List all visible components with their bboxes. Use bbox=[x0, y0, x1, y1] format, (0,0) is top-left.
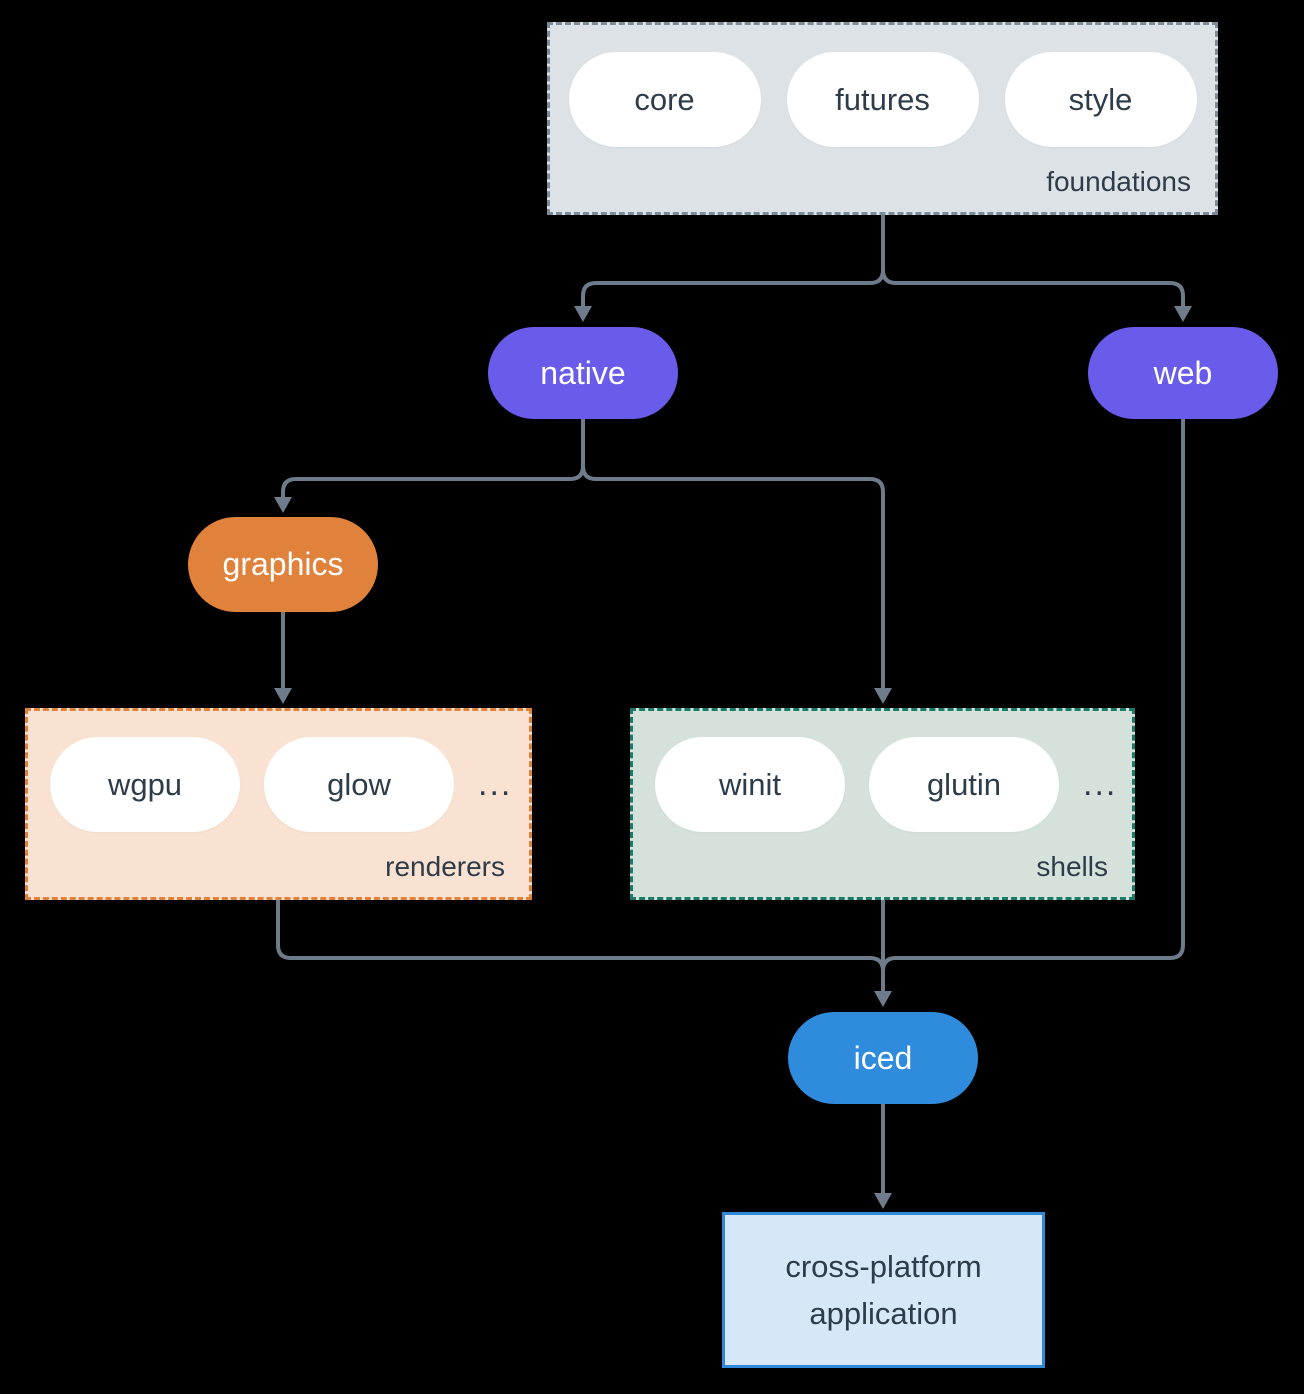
arrowhead-shells bbox=[874, 688, 892, 704]
node-graphics: graphics bbox=[188, 517, 378, 612]
arrowhead-native bbox=[574, 306, 592, 322]
renderers-group: wgpu glow ... renderers bbox=[25, 708, 532, 900]
crate-winit: winit bbox=[655, 737, 845, 832]
cross-platform-application-box: cross-platform application bbox=[722, 1212, 1045, 1368]
edge-native-shells bbox=[581, 419, 885, 689]
crate-core: core bbox=[568, 52, 761, 147]
renderers-label: renderers bbox=[385, 851, 505, 882]
renderers-ellipsis: ... bbox=[478, 765, 513, 803]
crate-glow: glow bbox=[264, 737, 454, 832]
node-iced: iced bbox=[788, 1012, 978, 1104]
shells-pill-row: winit glutin ... bbox=[633, 711, 1132, 832]
edge-foundations-native bbox=[581, 215, 885, 307]
app-box-line1: cross-platform bbox=[785, 1249, 982, 1284]
shells-ellipsis: ... bbox=[1083, 765, 1118, 803]
crate-glutin: glutin bbox=[869, 737, 1059, 832]
node-native: native bbox=[488, 327, 678, 419]
crate-style: style bbox=[1004, 52, 1197, 147]
crate-wgpu: wgpu bbox=[50, 737, 240, 832]
arrowhead-graphics bbox=[274, 497, 292, 513]
edge-foundations-web bbox=[881, 215, 1185, 307]
crate-futures: futures bbox=[786, 52, 979, 147]
arrowhead-web bbox=[1174, 306, 1192, 322]
foundations-label: foundations bbox=[1046, 166, 1191, 197]
arrowhead-iced bbox=[874, 991, 892, 1007]
arrowhead-app bbox=[874, 1193, 892, 1209]
edge-native-graphics bbox=[281, 419, 585, 498]
shells-label: shells bbox=[1036, 851, 1108, 882]
shells-group: winit glutin ... shells bbox=[630, 708, 1135, 900]
foundations-pill-row: core futures style bbox=[550, 25, 1215, 147]
app-box-line2: application bbox=[809, 1296, 958, 1331]
edge-renderers-iced bbox=[276, 900, 885, 972]
node-web: web bbox=[1088, 327, 1278, 419]
renderers-pill-row: wgpu glow ... bbox=[28, 711, 529, 832]
foundations-group: core futures style foundations bbox=[547, 22, 1218, 215]
arrowhead-renderers bbox=[274, 688, 292, 704]
